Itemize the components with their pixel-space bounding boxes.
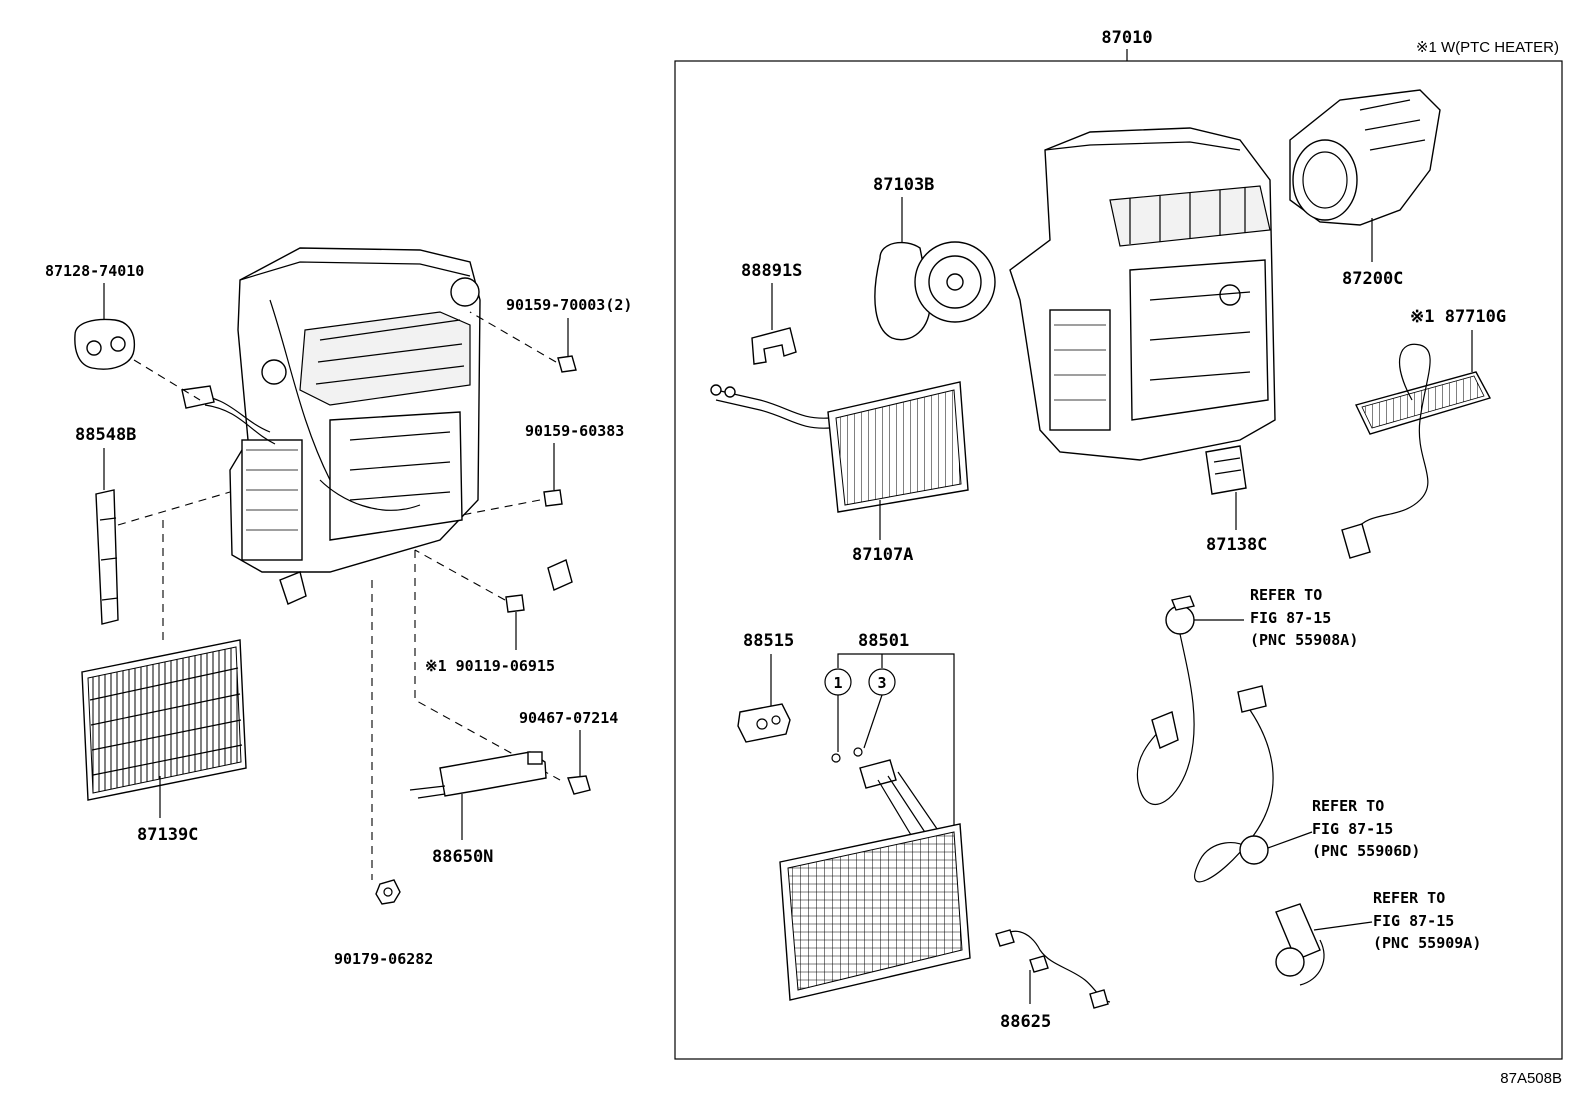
label-87710G: ※1 87710G bbox=[1410, 307, 1506, 327]
label-87138C: 87138C bbox=[1206, 535, 1267, 555]
part-87200C: 87200C bbox=[1289, 89, 1441, 289]
heater-unit-left bbox=[181, 247, 573, 605]
part-90159-60383: 90159-60383 bbox=[461, 422, 624, 516]
refer-1-line2: FIG 87-15 bbox=[1250, 609, 1331, 627]
label-88515: 88515 bbox=[743, 631, 794, 651]
label-88891S: 88891S bbox=[741, 261, 802, 281]
label-90179-06282: 90179-06282 bbox=[334, 950, 433, 968]
label-90119-06915: ※1 90119-06915 bbox=[425, 657, 555, 675]
refer-note-3: REFER TO FIG 87-15 (PNC 55909A) bbox=[1373, 889, 1481, 952]
label-90467-07214: 90467-07214 bbox=[519, 709, 618, 727]
refer-2-line2: FIG 87-15 bbox=[1312, 820, 1393, 838]
refer-1-line3: (PNC 55908A) bbox=[1250, 631, 1358, 649]
refer-3-line1: REFER TO bbox=[1373, 889, 1445, 907]
part-87107A: 87107A bbox=[710, 381, 969, 565]
part-87139C: 87139C bbox=[81, 520, 247, 845]
label-87103B: 87103B bbox=[873, 175, 934, 195]
assembly-frame: 87010 ※1 W(PTC HEATER) bbox=[674, 28, 1563, 1060]
assembly-note-label: ※1 W(PTC HEATER) bbox=[1416, 39, 1559, 56]
refer-note-1: REFER TO FIG 87-15 (PNC 55908A) bbox=[1250, 586, 1358, 649]
refer-note-2: REFER TO FIG 87-15 (PNC 55906D) bbox=[1312, 797, 1420, 860]
refer-3-line3: (PNC 55909A) bbox=[1373, 934, 1481, 952]
part-88548B: 88548B bbox=[75, 425, 231, 625]
part-88625: 88625 bbox=[995, 929, 1111, 1032]
label-87139C: 87139C bbox=[137, 825, 198, 845]
part-87710G: ※1 87710G bbox=[1341, 307, 1506, 559]
label-87107A: 87107A bbox=[852, 545, 913, 565]
label-88650N: 88650N bbox=[432, 847, 493, 867]
part-90179-06282: 90179-06282 bbox=[334, 580, 433, 968]
circle-3-label: 3 bbox=[877, 674, 886, 692]
part-90467-07214: 90467-07214 bbox=[414, 550, 618, 795]
label-87200C: 87200C bbox=[1342, 269, 1403, 289]
label-90159-60383: 90159-60383 bbox=[525, 422, 624, 440]
part-87138C: 87138C bbox=[1205, 445, 1267, 555]
label-88625: 88625 bbox=[1000, 1012, 1051, 1032]
part-88515: 88515 bbox=[737, 631, 794, 743]
part-88501: 88501 1 3 bbox=[779, 631, 971, 1001]
label-90159-70003: 90159-70003(2) bbox=[506, 296, 632, 314]
assembly-number-label: 87010 bbox=[1101, 28, 1152, 48]
refer-1-line1: REFER TO bbox=[1250, 586, 1322, 604]
label-88548B: 88548B bbox=[75, 425, 136, 445]
diagram-id-label: 87A508B bbox=[1500, 1070, 1562, 1087]
part-88650N: 88650N bbox=[409, 751, 547, 867]
part-87128-74010: 87128-74010 bbox=[45, 262, 201, 401]
refer-2-line3: (PNC 55906D) bbox=[1312, 842, 1420, 860]
label-88501: 88501 bbox=[858, 631, 909, 651]
part-88891S: 88891S bbox=[741, 261, 802, 365]
part-90159-70003: 90159-70003(2) bbox=[469, 296, 632, 373]
refer-2-line1: REFER TO bbox=[1312, 797, 1384, 815]
part-87010-housing bbox=[1009, 127, 1276, 461]
part-90119-06915: ※1 90119-06915 bbox=[414, 549, 555, 675]
part-87103B: 87103B bbox=[873, 175, 996, 341]
refer-3-line2: FIG 87-15 bbox=[1373, 912, 1454, 930]
servo-harnesses bbox=[1136, 595, 1373, 986]
label-87128-74010: 87128-74010 bbox=[45, 262, 144, 280]
circle-1-label: 1 bbox=[833, 674, 842, 692]
